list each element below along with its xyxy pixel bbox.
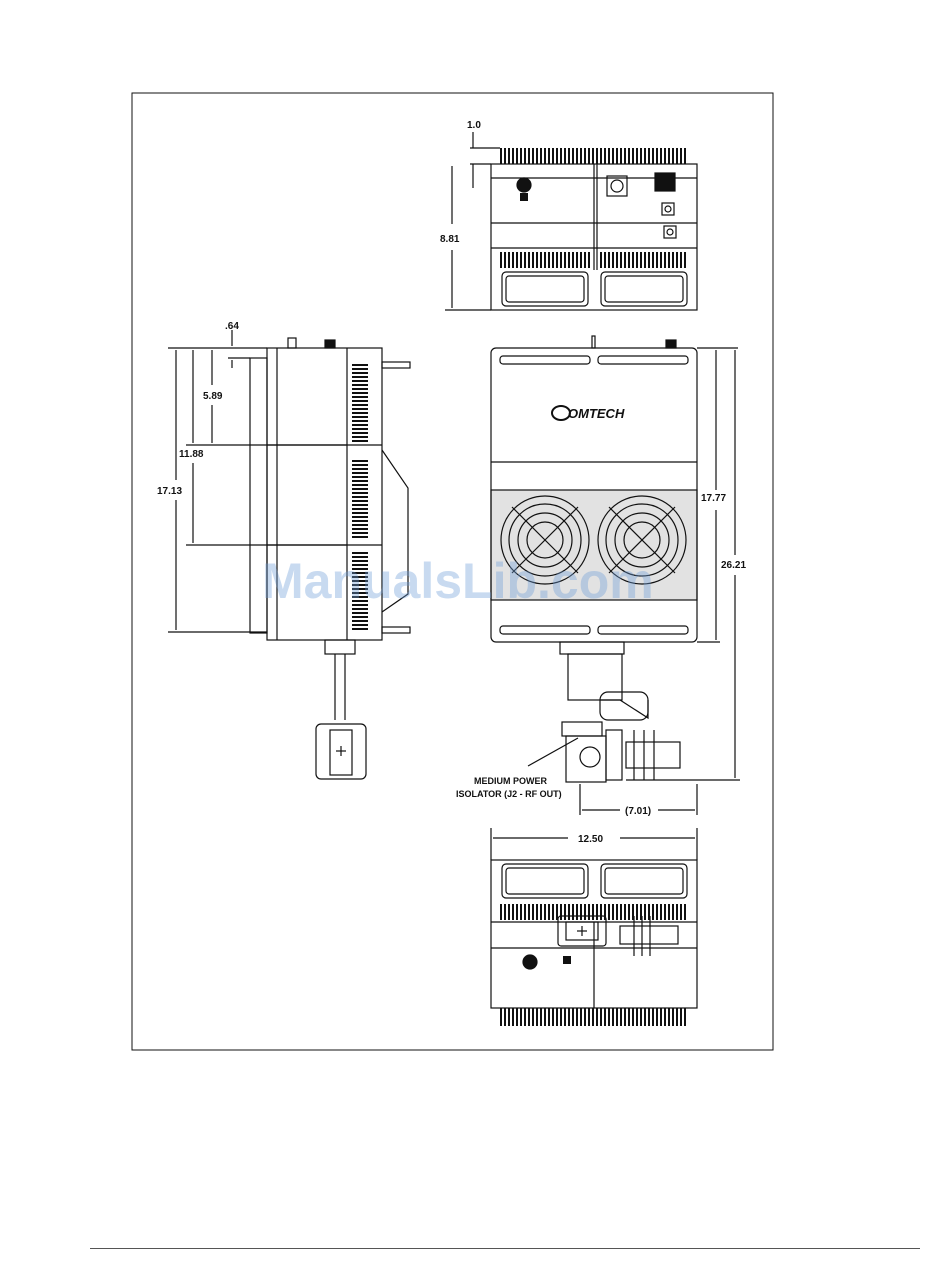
top-view	[445, 132, 697, 310]
dim-11-88: 11.88	[179, 449, 204, 460]
dim-12-50: 12.50	[578, 834, 603, 845]
isolator-label-line1: MEDIUM POWER	[474, 776, 547, 786]
comtech-logo: OMTECH	[568, 406, 625, 421]
dim-17-13: 17.13	[157, 486, 182, 497]
dim-26-21: 26.21	[721, 560, 746, 571]
dim-1-0: 1.0	[467, 120, 481, 131]
dim-5-89: 5.89	[203, 391, 223, 402]
dim-0-64: .64	[225, 321, 239, 332]
isolator-label-line2: ISOLATOR (J2 - RF OUT)	[456, 789, 562, 799]
watermark-text: ManualsLib.com	[262, 553, 654, 609]
dim-7-01: (7.01)	[625, 806, 651, 817]
dim-17-77: 17.77	[701, 493, 726, 504]
bottom-view	[491, 828, 697, 1026]
dim-8-81: 8.81	[440, 234, 460, 245]
footer-rule	[90, 1248, 920, 1249]
